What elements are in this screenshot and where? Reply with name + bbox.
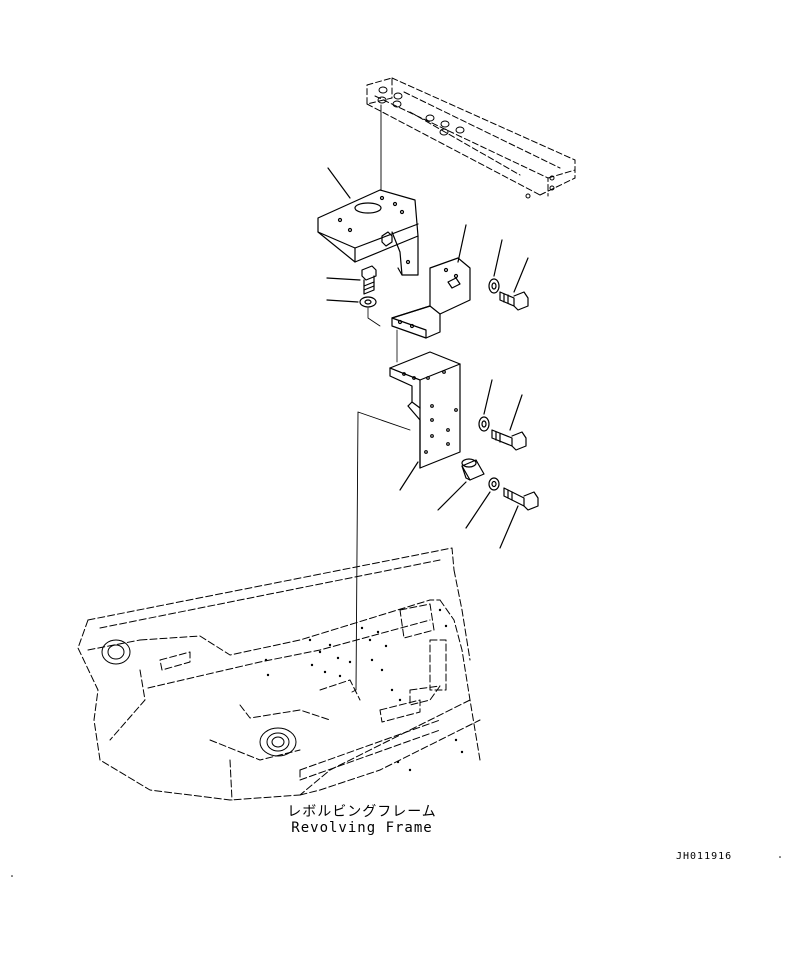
leader-top-plate — [327, 167, 351, 199]
leader-washer-right-middle — [483, 379, 493, 415]
revolving-frame-outline — [77, 547, 481, 801]
spacer-collar — [461, 458, 485, 481]
leader-bolt-right-middle — [509, 394, 523, 431]
upper-frame-outline — [366, 77, 576, 197]
scan-speck-right — [779, 856, 781, 858]
caption-english: Revolving Frame — [291, 820, 433, 836]
scan-speck-left — [11, 875, 13, 877]
hex-bolt-left — [361, 265, 377, 295]
leader-washer-left — [326, 299, 359, 303]
alignment-line-long — [351, 411, 411, 693]
washer-left — [359, 296, 377, 308]
hex-bolt-right-lower — [503, 487, 539, 511]
hex-bolt-right-upper — [499, 291, 529, 311]
leader-lower-bracket — [399, 461, 419, 491]
upper-frame-bolts — [377, 86, 555, 199]
drawing-id: JH011916 — [676, 851, 733, 862]
alignment-line-left — [367, 307, 381, 327]
leader-middle-bracket — [457, 224, 467, 263]
caption-japanese: レボルビングフレーム — [287, 804, 437, 820]
middle-bracket — [391, 257, 471, 339]
leader-spacer — [437, 481, 467, 511]
revolving-frame-holes — [264, 608, 464, 772]
washer-right-middle — [478, 416, 490, 432]
revolving-frame-bores — [101, 639, 297, 757]
leader-washer-right-lower — [465, 491, 491, 529]
leader-washer-right-upper — [493, 239, 503, 277]
leader-bolt-right-upper — [513, 257, 529, 293]
top-mounting-plate — [317, 189, 419, 276]
washer-right-lower — [488, 477, 500, 491]
leader-bolt-right-lower — [499, 505, 519, 549]
hex-bolt-right-middle — [491, 429, 527, 451]
leader-bolt-left — [326, 277, 361, 281]
washer-right-upper — [488, 278, 500, 294]
lower-vertical-bracket — [389, 351, 461, 469]
